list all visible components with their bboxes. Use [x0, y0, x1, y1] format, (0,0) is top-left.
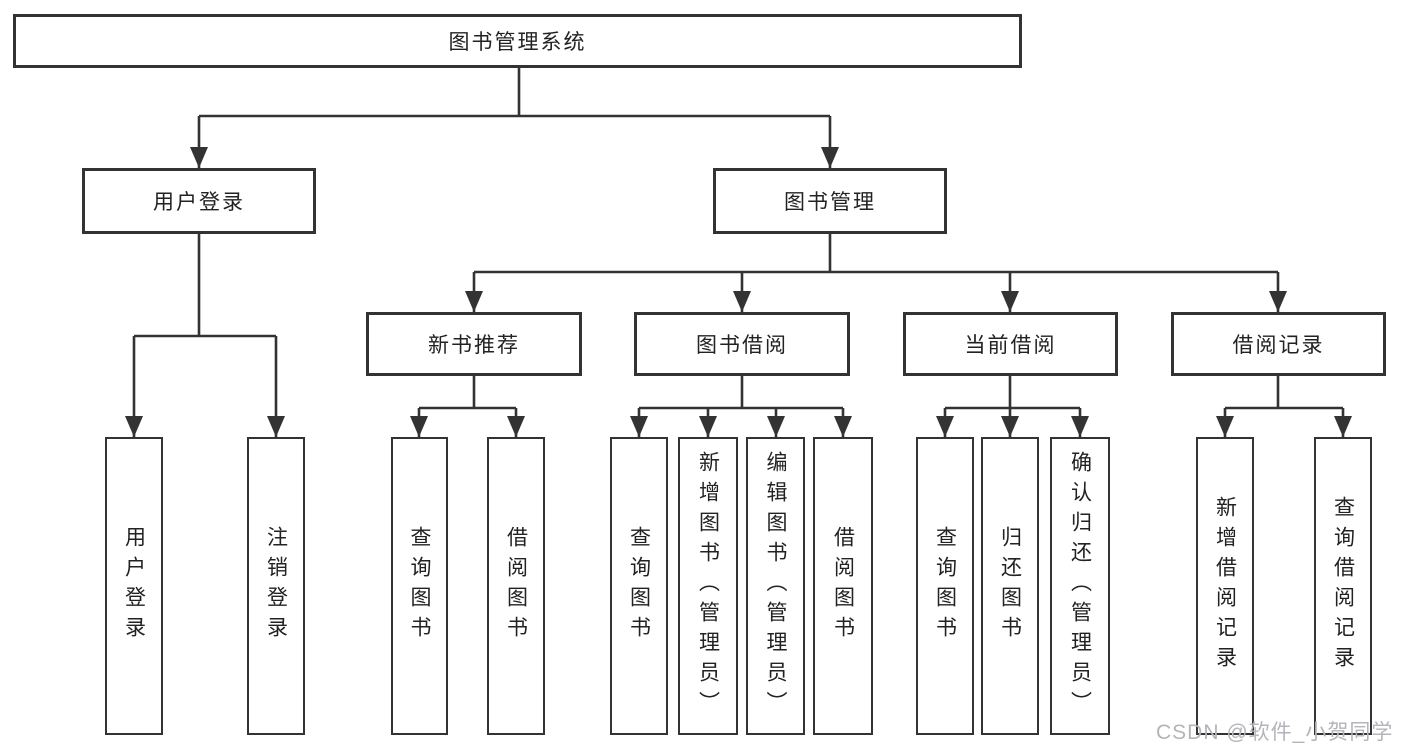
node-label: 新书推荐 — [428, 334, 520, 357]
leaf-label: 编辑图书（管理员） — [764, 451, 787, 721]
node-current-borrowing: 当前借阅 — [903, 312, 1118, 376]
leaf-label: 归还图书 — [998, 526, 1022, 646]
csdn-watermark: CSDN @软件_小贺同学 — [1156, 721, 1394, 744]
leaf-add-borrow-record: 新增借阅记录 — [1196, 437, 1254, 735]
node-new-book-recommend: 新书推荐 — [366, 312, 582, 376]
leaf-label: 确认归还（管理员） — [1068, 451, 1092, 721]
leaf-label: 用户登录 — [122, 526, 146, 646]
leaf-return-books: 归还图书 — [981, 437, 1039, 735]
node-label: 借阅记录 — [1232, 334, 1325, 357]
node-label: 当前借阅 — [964, 334, 1057, 357]
leaf-label: 注销登录 — [264, 526, 288, 646]
node-label: 用户登录 — [153, 191, 245, 214]
leaf-query-books-borrow: 查询图书 — [610, 437, 668, 735]
node-label: 图书管理 — [784, 191, 876, 214]
leaf-borrow-books-recommend: 借阅图书 — [487, 437, 545, 735]
leaf-label: 借阅图书 — [504, 526, 528, 646]
node-library-management-system: 图书管理系统 — [13, 14, 1022, 68]
node-user-login: 用户登录 — [82, 168, 316, 234]
leaf-logout: 注销登录 — [247, 437, 305, 735]
leaf-query-books-recommend: 查询图书 — [391, 437, 448, 735]
node-borrowing-records: 借阅记录 — [1171, 312, 1386, 376]
leaf-user-login: 用户登录 — [105, 437, 163, 735]
leaf-query-borrow-record: 查询借阅记录 — [1314, 437, 1372, 735]
node-label: 图书借阅 — [696, 334, 788, 357]
leaf-label: 借阅图书 — [831, 526, 855, 646]
leaf-borrow-books: 借阅图书 — [813, 437, 873, 735]
leaf-label: 查询图书 — [408, 526, 431, 646]
leaf-add-books-admin: 新增图书（管理员） — [678, 437, 738, 735]
leaf-confirm-return-admin: 确认归还（管理员） — [1050, 437, 1110, 735]
leaf-label: 查询图书 — [627, 526, 651, 646]
node-book-management: 图书管理 — [713, 168, 947, 234]
leaf-query-books-current: 查询图书 — [916, 437, 974, 735]
node-label: 图书管理系统 — [448, 31, 587, 54]
node-book-borrowing: 图书借阅 — [634, 312, 850, 376]
leaf-label: 新增图书（管理员） — [696, 451, 720, 721]
leaf-label: 查询图书 — [933, 526, 957, 646]
leaf-label: 查询借阅记录 — [1331, 496, 1355, 676]
leaf-edit-books-admin: 编辑图书（管理员） — [746, 437, 805, 735]
leaf-label: 新增借阅记录 — [1213, 496, 1237, 676]
